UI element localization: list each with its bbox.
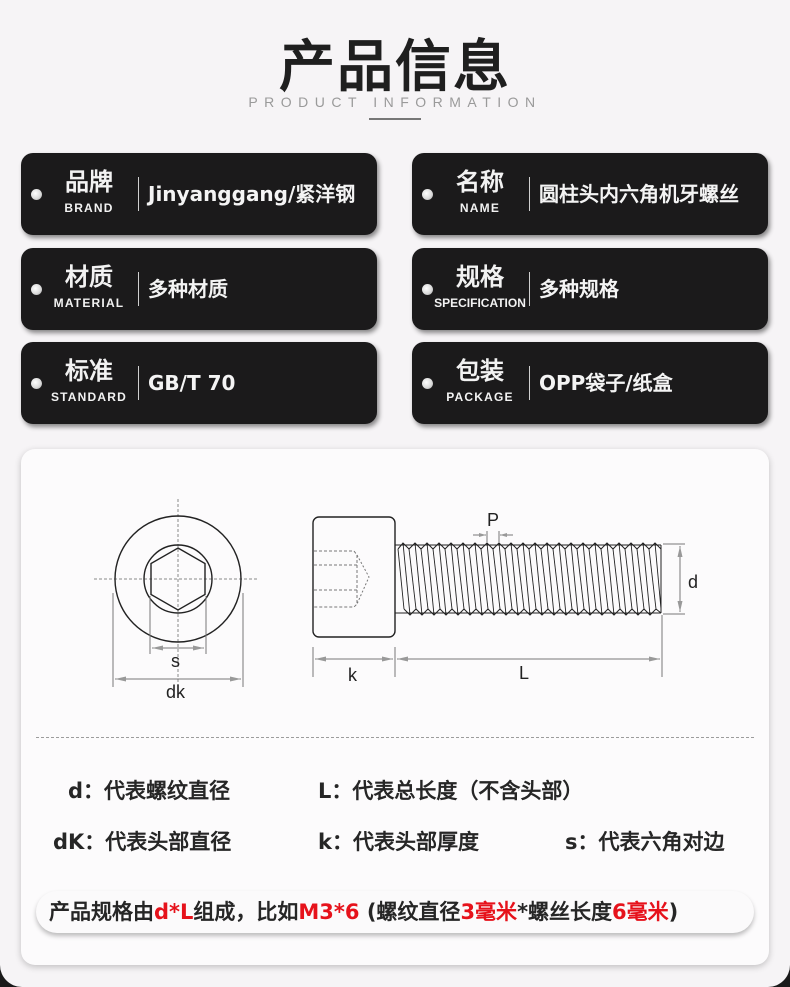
tag-key-en: PACKAGE (446, 390, 514, 404)
note-highlight: d*L (154, 900, 194, 924)
note-part: 组成，比如 (193, 900, 299, 924)
hole-icon (422, 284, 433, 295)
dim-label-s: s (171, 651, 180, 671)
tag-key-en: STANDARD (50, 390, 128, 404)
tag-standard: 标准 STANDARD GB/T 70 (21, 342, 377, 424)
dim-label-d: d (688, 572, 698, 592)
title-underline (369, 118, 421, 120)
tag-key-cn: 品牌 (65, 168, 113, 196)
tag-key-cn: 材质 (65, 263, 113, 291)
tag-key-en: SPECIFICATION (434, 296, 526, 310)
tag-value: 多种材质 (148, 277, 228, 301)
tag-divider (529, 177, 530, 211)
legend-l: L：代表总长度（不含头部） (318, 779, 584, 803)
note-part: 产品规格由 (49, 900, 154, 924)
spec-format-note: 产品规格由d*L组成，比如M3*6 (螺纹直径3毫米*螺丝长度6毫米) (36, 891, 754, 933)
dim-label-k: k (348, 665, 358, 685)
dim-label-l: L (519, 663, 529, 683)
tag-key-cn: 标准 (65, 357, 113, 385)
tag-key-cn: 名称 (456, 168, 504, 196)
legend-dk: dK：代表头部直径 (53, 830, 232, 854)
tag-key-en: NAME (459, 201, 501, 215)
hole-icon (31, 284, 42, 295)
legend-d: d：代表螺纹直径 (68, 779, 231, 803)
note-part: ) (668, 900, 679, 924)
tag-material: 材质 MATERIAL 多种材质 (21, 248, 377, 330)
dashed-divider (36, 737, 754, 738)
dim-label-p: P (487, 510, 499, 530)
tag-key-cn: 规格 (456, 263, 504, 291)
tag-package: 包装 PACKAGE OPP袋子/纸盒 (412, 342, 768, 424)
legend-s: s：代表六角对边 (565, 830, 725, 854)
page-title: 产品信息 (279, 35, 511, 100)
tag-value: Jinyanggang/紧洋钢 (148, 182, 356, 206)
hole-icon (422, 378, 433, 389)
tag-value: 多种规格 (539, 277, 619, 301)
tag-key-en: MATERIAL (53, 296, 125, 310)
tag-key-en: BRAND (64, 201, 114, 215)
screw-side-view (312, 516, 685, 677)
tag-specification: 规格 SPECIFICATION 多种规格 (412, 248, 768, 330)
note-highlight: 6毫米 (612, 900, 669, 924)
tag-divider (138, 177, 139, 211)
note-part: *螺丝长度 (517, 900, 613, 924)
dimension-card: s dk (21, 449, 769, 965)
tag-value: GB/T 70 (148, 371, 236, 395)
tag-key-cn: 包装 (456, 357, 504, 385)
tag-value: OPP袋子/纸盒 (539, 371, 673, 395)
dim-label-dk: dk (166, 682, 186, 702)
screw-dimension-diagram: s dk (94, 499, 698, 702)
note-part: (螺纹直径 (359, 900, 461, 924)
screw-top-view (94, 499, 258, 687)
tag-divider (529, 272, 530, 306)
tag-value: 圆柱头内六角机牙螺丝 (539, 182, 739, 206)
tag-brand: 品牌 BRAND Jinyanggang/紧洋钢 (21, 153, 377, 235)
tag-divider (138, 366, 139, 400)
tag-name: 名称 NAME 圆柱头内六角机牙螺丝 (412, 153, 768, 235)
hole-icon (422, 189, 433, 200)
legend-k: k：代表头部厚度 (318, 830, 479, 854)
page-subtitle: PRODUCT INFORMATION (248, 94, 542, 110)
hole-icon (31, 378, 42, 389)
note-highlight: 3毫米 (460, 900, 518, 924)
tag-divider (529, 366, 530, 400)
tag-divider (138, 272, 139, 306)
note-highlight: M3*6 (298, 900, 360, 924)
hole-icon (31, 189, 42, 200)
